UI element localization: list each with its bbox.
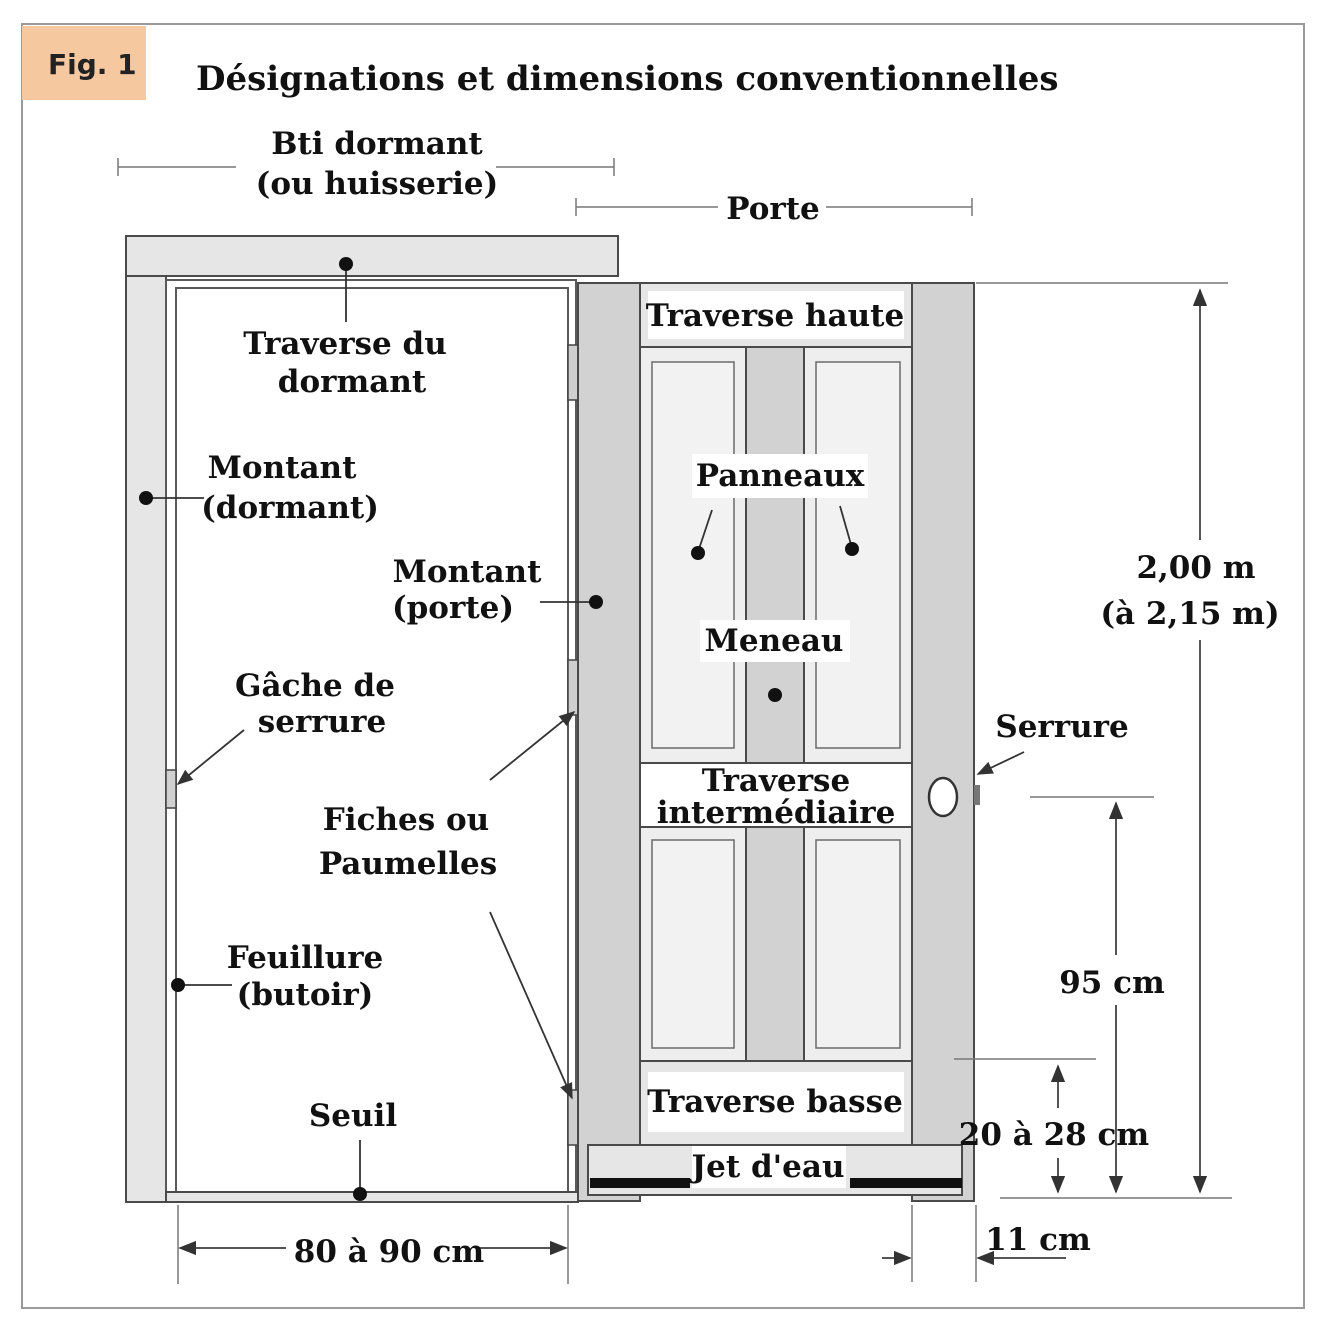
lock-handle-icon [927,776,959,818]
dot-montant-porte [589,595,603,609]
label-hauteur-serrure: 95 cm [1059,965,1165,1001]
label-traverse-dormant-2: dormant [278,364,427,400]
label-huisserie: (ou huisserie) [256,166,499,202]
label-seuil: Seuil [309,1098,397,1134]
label-meneau: Meneau [705,623,844,659]
label-largeur-passage: 80 à 90 cm [294,1234,485,1270]
dim-passage [177,1205,569,1284]
figure-title: Désignations et dimensions conventionnel… [196,59,1059,99]
dim-hauteur [976,282,1232,1199]
figure-badge: Fig. 1 [22,26,146,100]
figure-badge-text: Fig. 1 [48,48,137,81]
label-montant-porte-2: (porte) [392,590,514,626]
dim-porte [575,198,973,216]
label-largeur-montant: 11 cm [985,1222,1091,1258]
label-feuillure-2: (butoir) [237,977,374,1013]
label-hauteur-traverse-basse: 20 à 28 cm [959,1117,1150,1153]
label-montant-dormant-2: (dormant) [201,490,379,526]
dot-seuil [353,1187,367,1201]
label-hauteur-2: (à 2,15 m) [1100,596,1279,632]
label-meneau-bg [700,620,850,662]
label-panneaux-bg [692,454,868,498]
dim-montant [882,1205,1066,1282]
dot-panneau-droit [845,542,859,556]
label-hauteur-1: 2,00 m [1136,550,1255,586]
door-leaf [577,282,980,1202]
leaders [139,257,1025,1201]
dot-meneau [768,688,782,702]
dot-montant-dormant [139,491,153,505]
label-jet-eau: Jet d'eau [688,1149,844,1185]
label-panneaux: Panneaux [696,458,865,494]
dot-panneau-gauche [691,546,705,560]
label-traverse-basse: Traverse basse [647,1084,903,1120]
label-fiches-2: Paumelles [319,846,497,882]
dot-feuillure [171,978,185,992]
dim-traverse-basse [954,1058,1096,1194]
dot-traverse-dormant [339,257,353,271]
label-feuillure-1: Feuillure [227,940,384,976]
label-porte: Porte [726,191,820,227]
dormant-frame [125,235,619,1203]
label-montant-dormant-1: Montant [208,450,357,486]
label-jet-eau-bg [692,1146,846,1188]
label-bati-dormant: Bti dormant [271,126,483,162]
label-traverse-inter-2: intermédiaire [657,795,896,831]
label-serrure: Serrure [995,709,1128,745]
dim-serrure [1030,796,1154,1194]
label-gache-2: serrure [258,704,386,740]
dim-bati [117,158,615,176]
label-fiches-1: Fiches ou [323,802,489,838]
label-traverse-inter-1: Traverse [702,763,850,799]
label-traverse-haute: Traverse haute [646,298,904,334]
figure-frame [21,23,1305,1309]
label-montant-porte-1: Montant [393,554,542,590]
label-traverse-dormant-1: Traverse du [243,326,446,362]
label-gache-1: Gâche de [235,668,395,704]
